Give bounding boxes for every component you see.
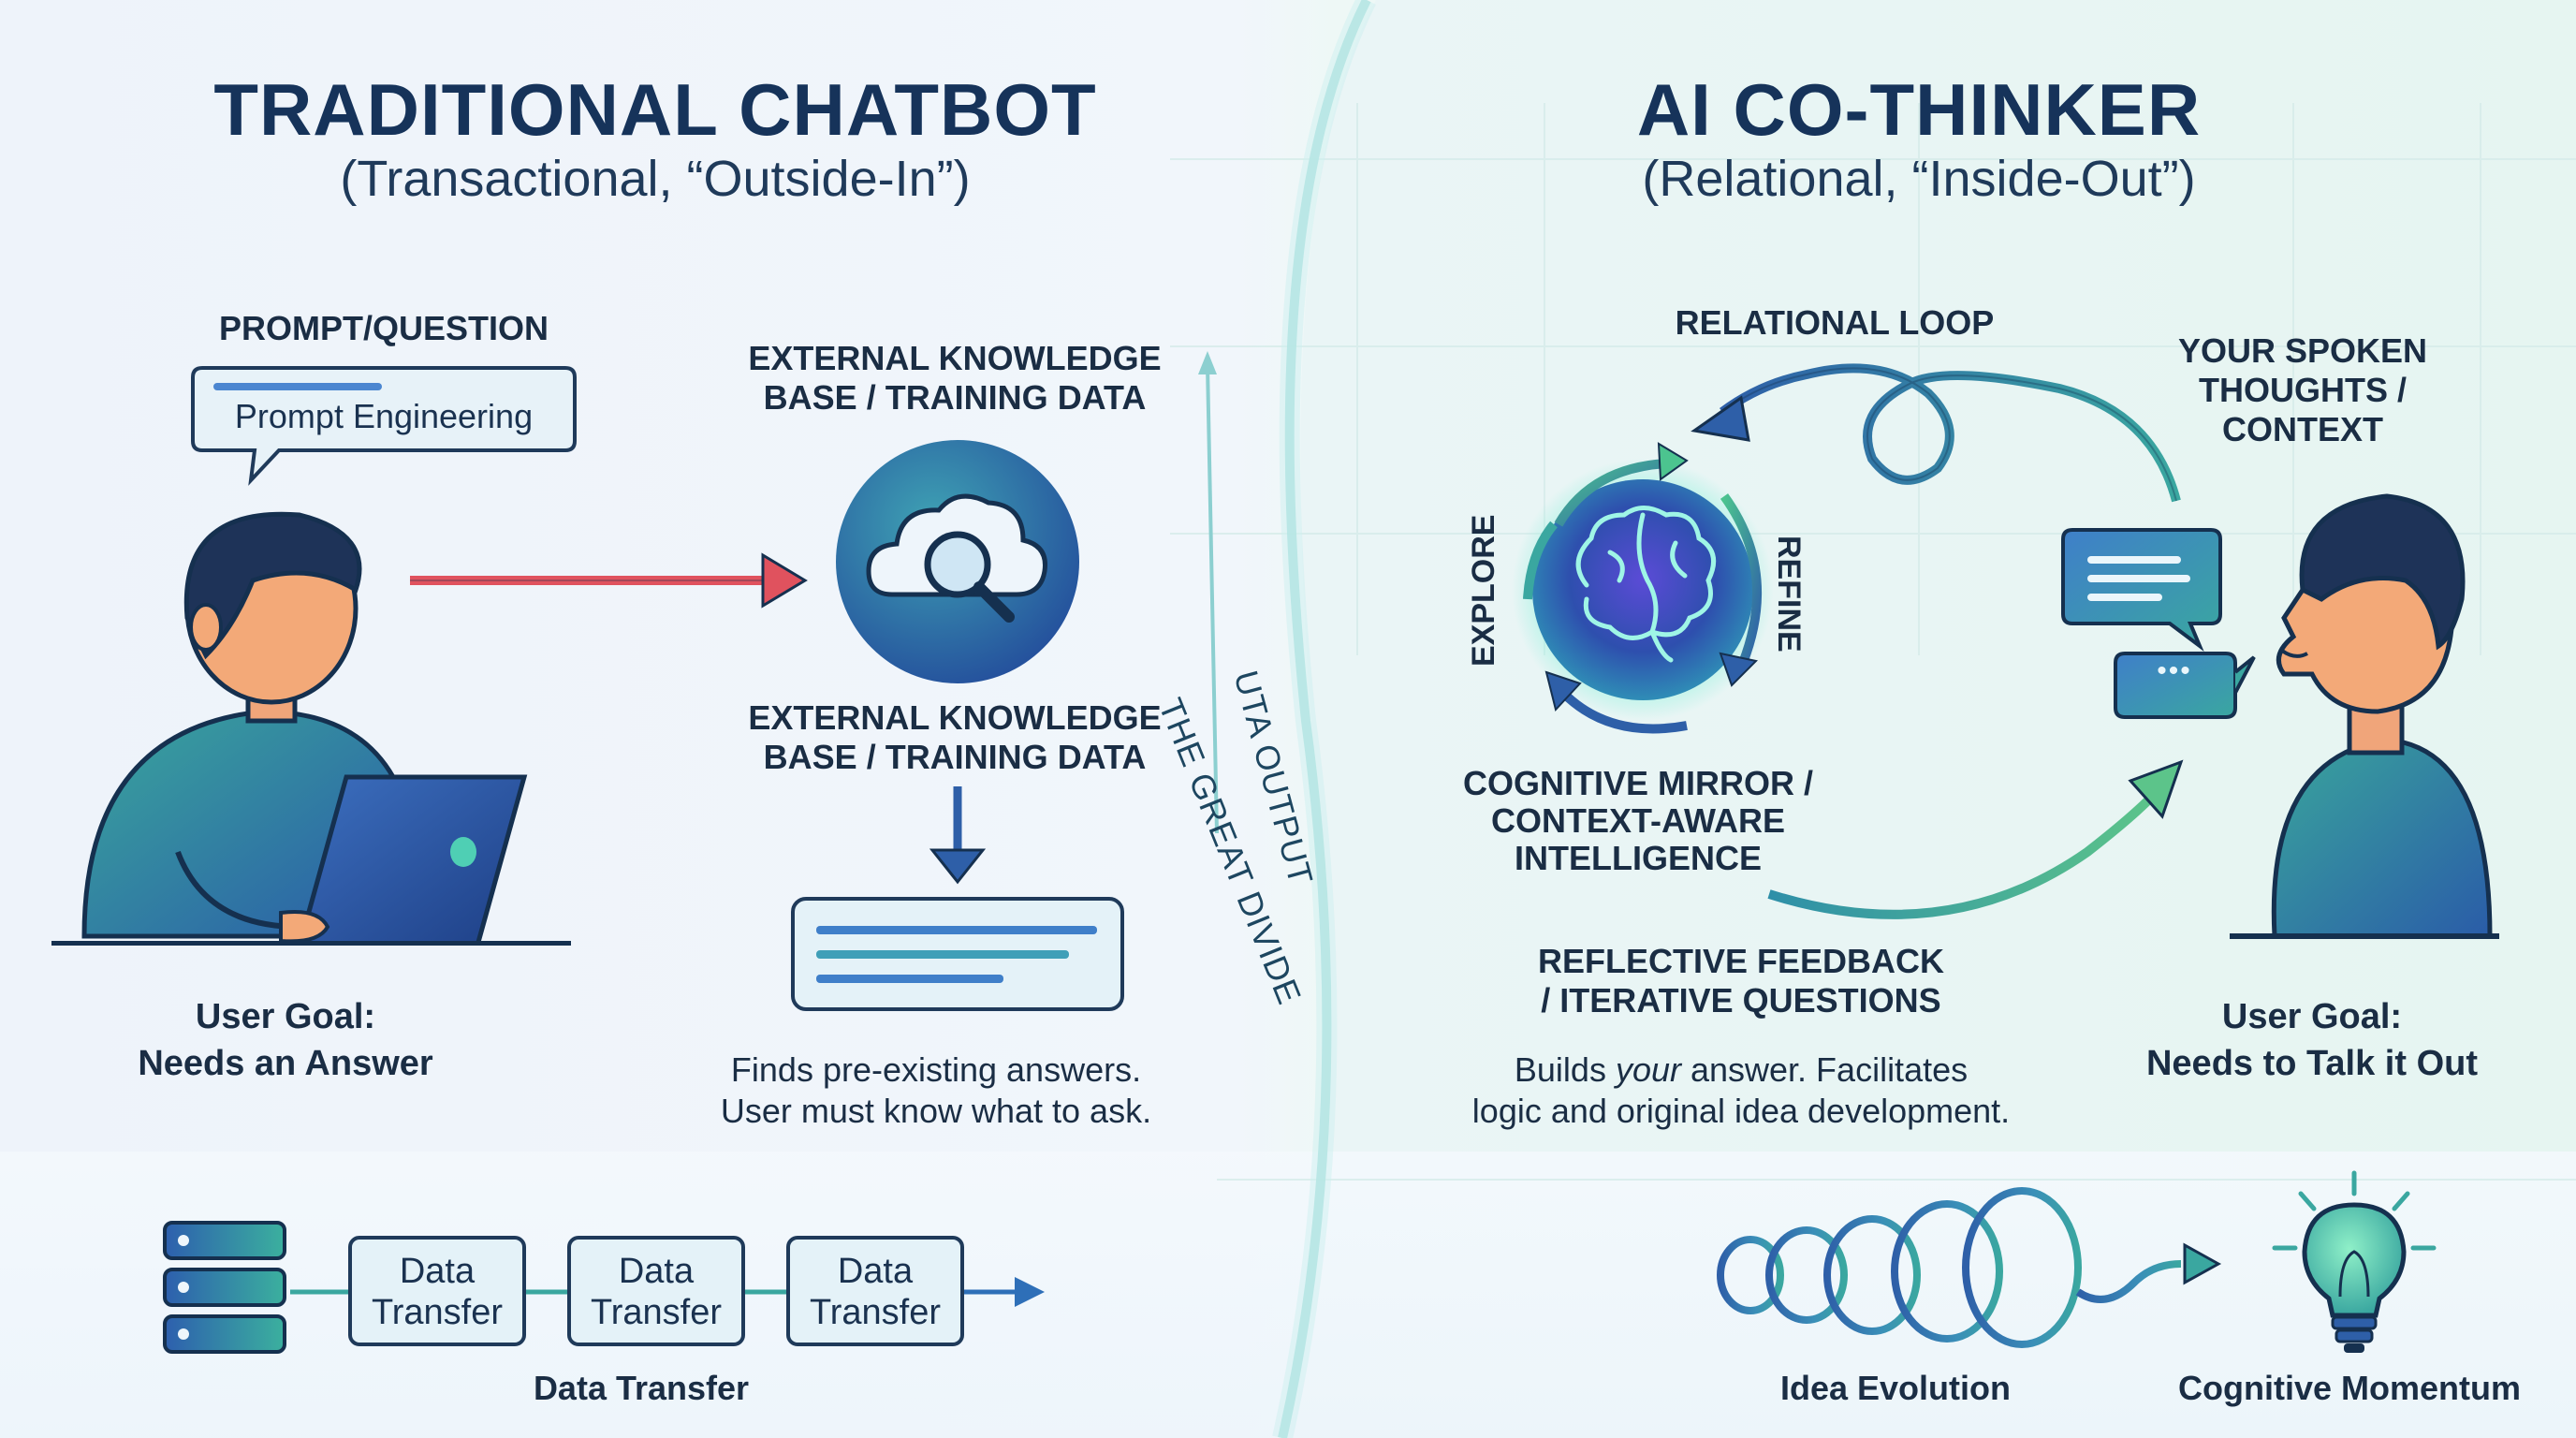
- idea-evolution-caption: Idea Evolution: [1779, 1369, 2012, 1407]
- idea-evolution-spiral: [1657, 1187, 2222, 1348]
- left-user-goal-2: Needs an Answer: [138, 1044, 433, 1083]
- mirror-label-2: CONTEXT-AWARE: [1490, 801, 1785, 840]
- kb-label-top-1: EXTERNAL KNOWLEDGE: [748, 339, 1162, 377]
- left-subtitle: (Transactional, “Outside-In”): [340, 151, 971, 207]
- data-transfer-flow: [290, 1277, 1045, 1307]
- refine-label: REFINE: [1771, 536, 1807, 653]
- data-transfer-box-1-line1: Data: [399, 1252, 476, 1291]
- left-description-1: Finds pre-existing answers.: [730, 1050, 1142, 1089]
- down-arrow: [929, 786, 987, 885]
- spoken-thoughts-1: YOUR SPOKEN: [2177, 331, 2428, 370]
- speaking-person-icon: [2230, 493, 2499, 939]
- right-user-goal-2: Needs to Talk it Out: [2145, 1044, 2478, 1083]
- server-stack-icon: [163, 1221, 286, 1354]
- data-transfer-box-2-line2: Transfer: [590, 1293, 723, 1332]
- right-description-2: logic and original idea development.: [1471, 1092, 2011, 1130]
- data-transfer-box-3-line1: Data: [837, 1252, 914, 1291]
- kb-label-bottom-1: EXTERNAL KNOWLEDGE: [748, 698, 1162, 737]
- user-at-laptop-icon: [51, 511, 571, 946]
- mirror-label-3: INTELLIGENCE: [1514, 839, 1762, 877]
- right-description-1: Builds your answer. Facilitates: [1404, 1049, 2078, 1092]
- brain-icon: [1512, 442, 1774, 734]
- kb-label-bottom-2: BASE / TRAINING DATA: [763, 738, 1147, 776]
- spoken-thoughts-3: CONTEXT: [2221, 410, 2383, 448]
- typing-dots: •••: [2157, 655, 2192, 686]
- kb-label-top-2: BASE / TRAINING DATA: [763, 378, 1147, 417]
- feedback-arrow: [1767, 759, 2184, 919]
- request-arrow: [410, 552, 808, 609]
- spoken-thoughts-2: THOUGHTS /: [2199, 371, 2407, 409]
- left-title: TRADITIONAL CHATBOT: [213, 68, 1097, 151]
- prompt-bubble: [191, 366, 577, 486]
- data-transfer-box-2: Data Transfer: [567, 1236, 745, 1346]
- document-lines-icon: [791, 897, 1124, 1011]
- left-description-2: User must know what to ask.: [720, 1092, 1152, 1130]
- feedback-label-2: / ITERATIVE QUESTIONS: [1541, 981, 1941, 1020]
- lightbulb-icon: [2272, 1170, 2437, 1353]
- data-transfer-box-3: Data Transfer: [786, 1236, 964, 1346]
- right-description-em: your: [1615, 1050, 1681, 1089]
- feedback-label-1: REFLECTIVE FEEDBACK: [1537, 942, 1945, 980]
- data-transfer-box-3-line2: Transfer: [809, 1293, 942, 1332]
- relational-loop-label: RELATIONAL LOOP: [1675, 303, 1995, 342]
- left-user-goal-1: User Goal:: [195, 997, 376, 1036]
- right-subtitle: (Relational, “Inside-Out”): [1642, 151, 2196, 207]
- data-transfer-box-1: Data Transfer: [348, 1236, 526, 1346]
- right-description-pre: Builds: [1514, 1050, 1616, 1089]
- relational-loop-arrow: [1690, 363, 2181, 503]
- right-description-post: answer. Facilitates: [1680, 1050, 1969, 1089]
- mirror-label-1: COGNITIVE MIRROR /: [1462, 764, 1813, 802]
- right-title: AI CO-THINKER: [1636, 68, 2202, 151]
- data-transfer-caption: Data Transfer: [533, 1369, 750, 1407]
- explore-label: EXPLORE: [1466, 514, 1501, 667]
- chat-bubbles-icon: [2061, 528, 2256, 719]
- cognitive-momentum-caption: Cognitive Momentum: [2178, 1369, 2521, 1407]
- prompt-label: PROMPT/QUESTION: [218, 309, 549, 347]
- right-user-goal-1: User Goal:: [2221, 997, 2403, 1036]
- data-transfer-box-2-line1: Data: [618, 1252, 695, 1291]
- data-transfer-box-1-line2: Transfer: [371, 1293, 504, 1332]
- prompt-bubble-text: Prompt Engineering: [234, 397, 534, 435]
- cloud-search-icon: [836, 440, 1079, 683]
